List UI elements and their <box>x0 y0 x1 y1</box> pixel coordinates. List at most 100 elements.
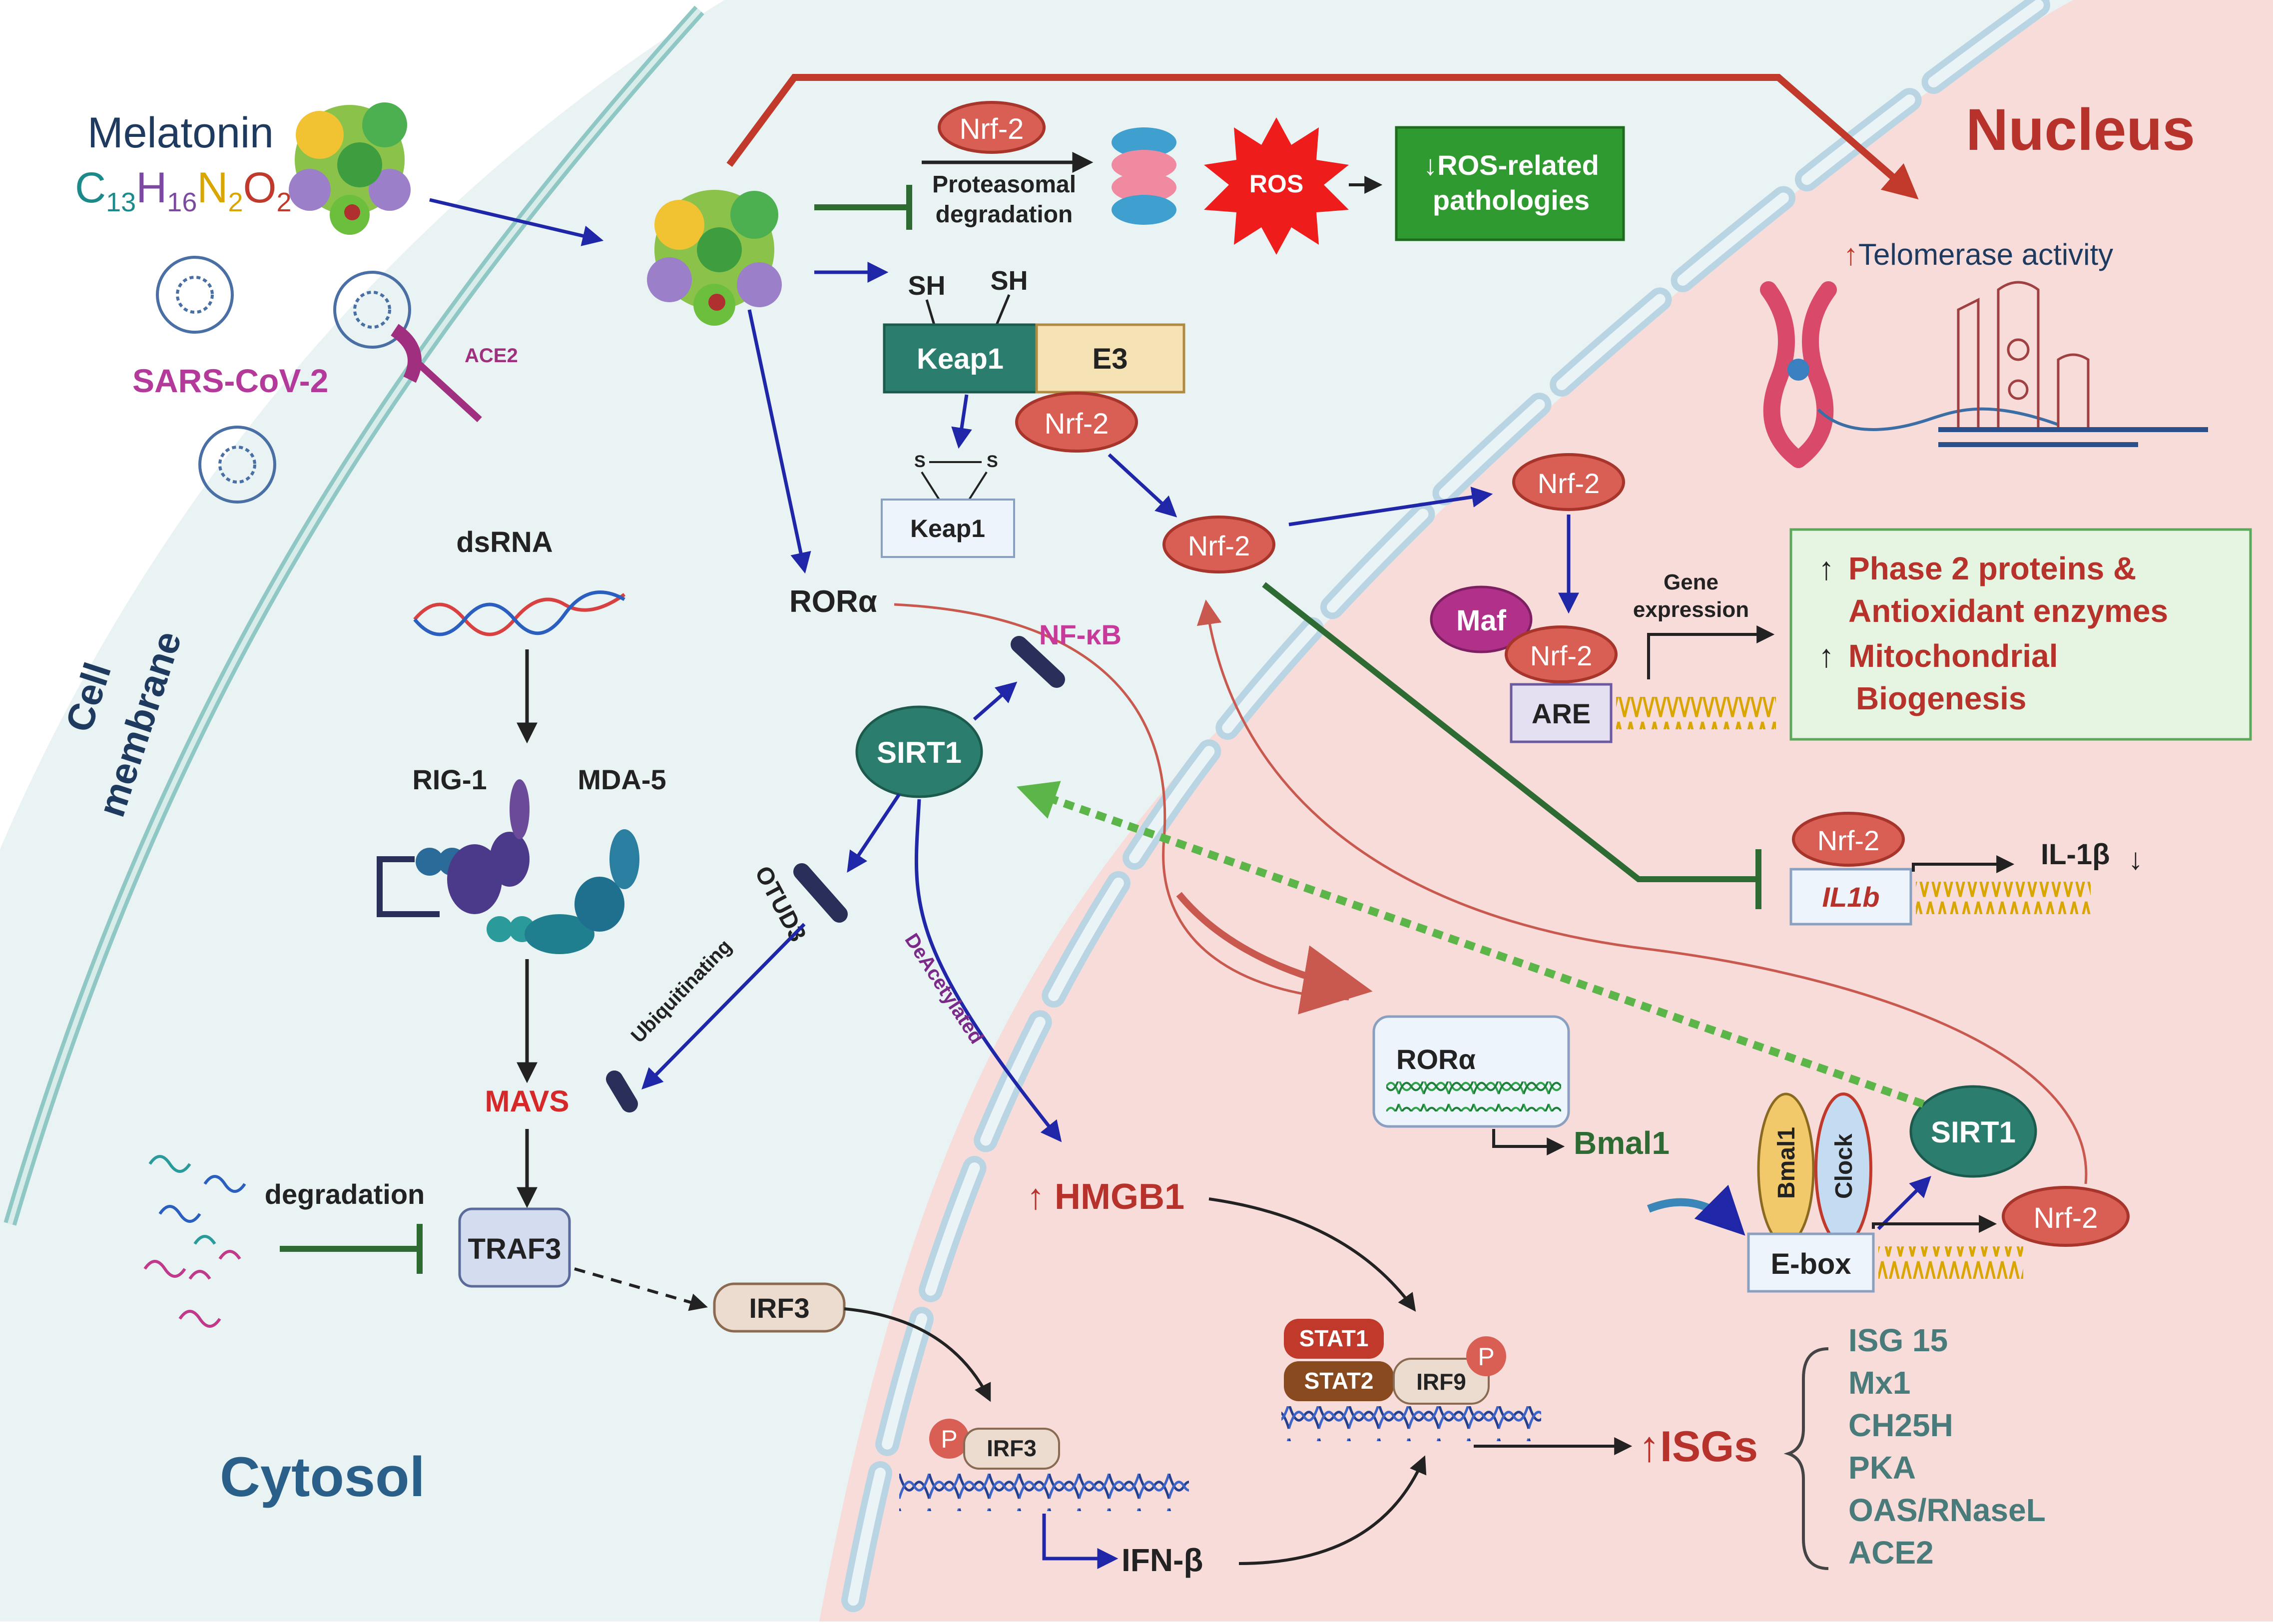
irf3-phospho-box: IRF3 <box>963 1428 1060 1470</box>
sh-bond-1 <box>925 299 936 325</box>
extracellular-space <box>0 0 724 849</box>
nrf2-node-are: Nrf-2 <box>1505 625 1618 683</box>
clock-node: Clock <box>1814 1092 1872 1245</box>
disulfide-bond <box>921 461 988 501</box>
rora-label: RORα <box>789 584 877 619</box>
nrf2-node-mid: Nrf-2 <box>1162 516 1275 573</box>
svg-text:Phase 2 proteins &: Phase 2 proteins & <box>1848 550 2136 586</box>
mda5-label: MDA-5 <box>577 764 666 795</box>
arrow-keap1-oxidized <box>951 394 972 449</box>
svg-text:Nrf-2: Nrf-2 <box>2034 1202 2098 1234</box>
sh-bond-2 <box>995 294 1011 325</box>
isg-item: ACE2 <box>1848 1535 1934 1571</box>
svg-text:RORα: RORα <box>1396 1044 1476 1075</box>
s-label-2: S <box>987 452 998 471</box>
inhibit-il1b <box>1262 582 1758 882</box>
arrow-deacetylated <box>914 799 1062 1142</box>
oxidized-keap1-box: Keap1 <box>881 499 1015 558</box>
isg-item: CH25H <box>1848 1407 1953 1443</box>
arrow-sirt1-otud3 <box>847 793 901 873</box>
arrow-ifnb <box>1042 1514 1119 1569</box>
il1b-down-arrow: ↓ <box>2128 842 2143 876</box>
phospho-p-icon: P <box>929 1419 969 1459</box>
degradation-label: degradation <box>265 1178 425 1210</box>
isg-list: ISG 15 Mx1 CH25H PKA OAS/RNaseL ACE2 <box>1848 1322 2046 1571</box>
mda5-protein-icon <box>487 829 639 954</box>
svg-text:ARE: ARE <box>1532 698 1591 729</box>
svg-text:Keap1: Keap1 <box>917 343 1004 375</box>
isg-item: PKA <box>1848 1450 1916 1486</box>
dsrna-label: dsRNA <box>456 526 553 558</box>
chromosome-icon <box>1760 281 1837 468</box>
svg-text:Biogenesis: Biogenesis <box>1856 680 2026 716</box>
svg-text:SIRT1: SIRT1 <box>877 736 962 769</box>
phase2-box: ↑ Phase 2 proteins & Antioxidant enzymes… <box>1789 528 2252 741</box>
arrow-ebox-nrf2 <box>1872 1215 1997 1233</box>
telomere-strand <box>1817 407 2059 431</box>
svg-text:Clock: Clock <box>1831 1133 1857 1199</box>
svg-text:Nrf-2: Nrf-2 <box>1817 825 1879 856</box>
svg-text:pathologies: pathologies <box>1433 184 1590 216</box>
melatonin-molecule-icon-2 <box>647 190 782 326</box>
svg-text:P: P <box>1478 1343 1494 1371</box>
rig1-label: RIG-1 <box>412 764 487 795</box>
sirt1-node-nuclear: SIRT1 <box>1909 1085 2037 1178</box>
cytosol-label: Cytosol <box>220 1446 425 1508</box>
sh-label-2: SH <box>990 266 1028 296</box>
nrf2-node-il1b: Nrf-2 <box>1792 812 1905 867</box>
svg-text:↑: ↑ <box>1818 638 1834 674</box>
svg-text:Antioxidant enzymes: Antioxidant enzymes <box>1848 593 2168 629</box>
arrow-il1b-expr <box>1912 855 2015 873</box>
arrow-gene-expression <box>1647 625 1775 679</box>
s-label-1: S <box>914 452 926 471</box>
svg-text:E3: E3 <box>1093 343 1128 375</box>
svg-text:IL1b: IL1b <box>1822 881 1879 913</box>
are-box: ARE <box>1510 683 1613 743</box>
isg-brace <box>1783 1347 1829 1570</box>
bmal1-label: Bmal1 <box>1574 1125 1670 1161</box>
telomerase-rna-icon <box>1938 281 2208 447</box>
svg-text:↓ROS-related: ↓ROS-related <box>1423 149 1599 181</box>
bmal1-node: Bmal1 <box>1757 1092 1815 1245</box>
ros-burst-icon: ROS <box>1204 117 1349 255</box>
arrow-traf3-irf3 <box>574 1267 708 1311</box>
arrow-melatonin-entry <box>429 198 604 246</box>
virus-icon <box>156 256 411 504</box>
arrow-to-rora <box>747 309 811 574</box>
svg-text:P: P <box>941 1425 957 1453</box>
svg-text:E-box: E-box <box>1770 1248 1851 1280</box>
svg-text:Nrf-2: Nrf-2 <box>1188 530 1250 561</box>
irf3-box: IRF3 <box>713 1282 846 1333</box>
isg-item: ISG 15 <box>1848 1322 1948 1358</box>
nrf2-node-top: Nrf-2 <box>938 101 1046 154</box>
nfkb-icon <box>1011 636 1065 688</box>
nucleus-background <box>819 0 2273 1622</box>
svg-text:Nrf-2: Nrf-2 <box>1530 640 1592 671</box>
svg-text:IRF3: IRF3 <box>987 1435 1037 1461</box>
cell-membrane-inner <box>7 8 701 1225</box>
rora-nuclear-box: RORα <box>1372 1015 1570 1128</box>
rna-fragments-icon <box>143 1155 246 1328</box>
svg-text:ROS: ROS <box>1249 170 1303 198</box>
isg-item: OAS/RNaseL <box>1848 1492 2046 1528</box>
arrow-ebox-sirt1 <box>1877 1176 1931 1230</box>
arrow-sirt1-nfkb <box>973 681 1018 721</box>
svg-text:IRF9: IRF9 <box>1416 1369 1466 1395</box>
irf3-dna <box>899 1474 1189 1511</box>
nrf2-node-nucleus: Nrf-2 <box>1512 453 1625 511</box>
il1b-dna <box>1916 882 2091 914</box>
stat-dna <box>1281 1406 1541 1441</box>
arrow-rora-to-nucleus <box>1176 892 1373 1015</box>
nucleus-label: Nucleus <box>1966 97 2195 163</box>
isg-item: Mx1 <box>1848 1365 1911 1401</box>
mavs-label: MAVS <box>485 1084 569 1118</box>
melatonin-formula: C13H16N2O2 <box>75 164 291 217</box>
ebox-dna <box>1878 1246 2023 1279</box>
e3-box: E3 <box>1035 323 1185 394</box>
arrow-nrf2-to-nucleus <box>1288 487 1493 527</box>
arrow-ifnb-stat <box>1238 1455 1427 1565</box>
arrow-bmal1-ebox <box>1647 1184 1745 1236</box>
il1b-output-label: IL-1β <box>2041 838 2110 871</box>
